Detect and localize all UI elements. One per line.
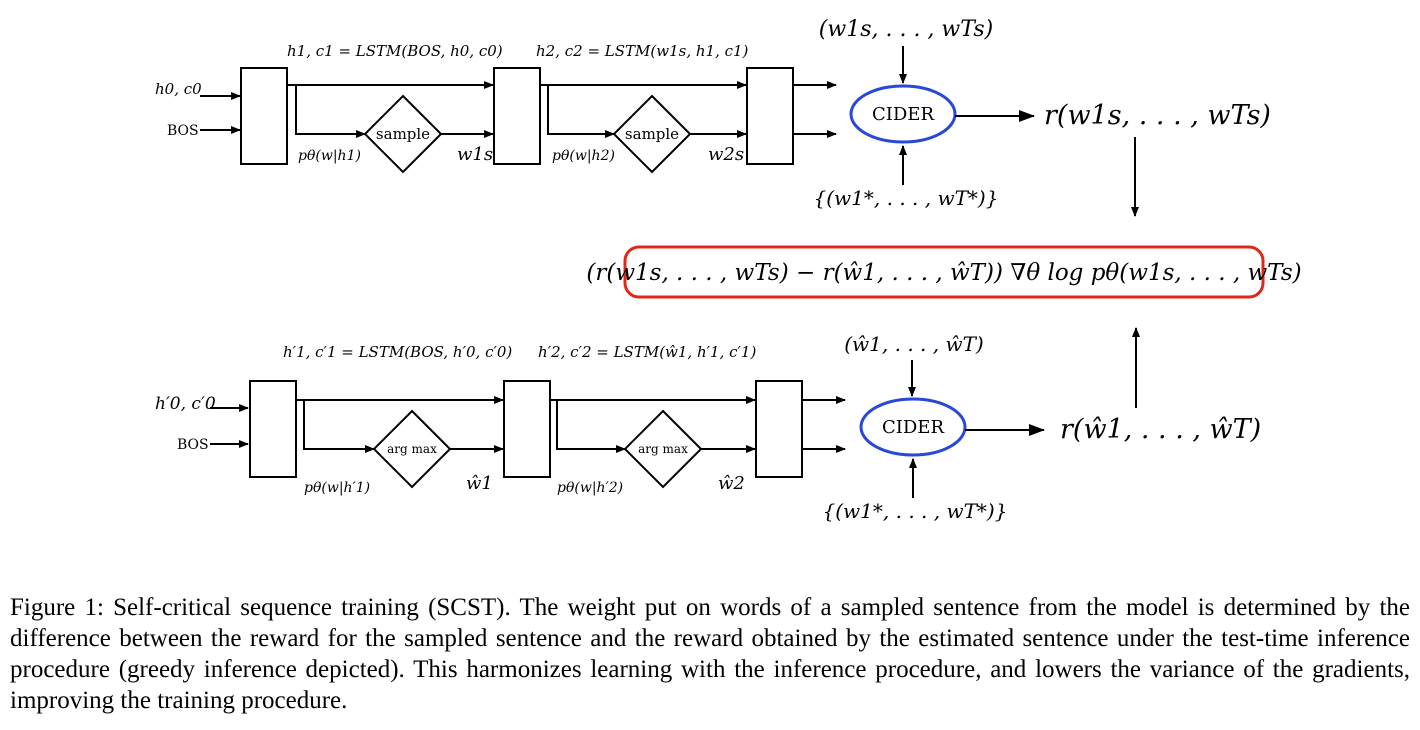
- bottom-reward: r(ŵ1, . . . , ŵT): [1060, 414, 1261, 445]
- top-metric-input-bottom: {(w1*, . . . , wT*)}: [814, 186, 999, 210]
- bottom-argmax-diamond-1: [372, 409, 452, 489]
- bottom-init-state-label: h′0, c′0: [155, 394, 216, 414]
- gradient-formula-box: [623, 245, 1265, 299]
- bottom-lstm-cell-1: [249, 380, 297, 478]
- bottom-argmax-op-1: arg max: [387, 442, 437, 456]
- bottom-word-label-1: ŵ1: [466, 473, 493, 494]
- bottom-metric-input-top: (ŵ1, . . . , ŵT): [844, 332, 983, 356]
- top-init-state-label: h0, c0: [155, 80, 202, 98]
- top-prob-label-2: pθ(w|h2): [552, 148, 615, 164]
- greedy-branch: h′0, c′0 BOS h′1, c′1 = LSTM(BOS, h′0, c…: [155, 327, 1261, 523]
- top-metric-input-top: (w1s, . . . , wTs): [819, 17, 993, 42]
- top-prob-connector-2: [547, 85, 615, 138]
- scst-diagram: h0, c0 BOS h1, c1 = LSTM(BOS, h0, c0) h2…: [155, 17, 1302, 523]
- bottom-metric-input-bottom: {(w1*, . . . , wT*)}: [823, 499, 1008, 523]
- bottom-lstm1-equation: h′1, c′1 = LSTM(BOS, h′0, c′0): [283, 343, 512, 361]
- bottom-argmax-diamond-2: [623, 409, 703, 489]
- bottom-lstm2-equation: h′2, c′2 = LSTM(ŵ1, h′1, c′1): [538, 343, 756, 361]
- bottom-lstm-cell-2: [503, 380, 551, 478]
- top-prob-connector-1: [295, 85, 366, 138]
- top-bos-label: BOS: [167, 123, 199, 139]
- bottom-prob-label-2: pθ(w|h′2): [557, 480, 623, 496]
- bottom-cider-ellipse: [859, 397, 967, 457]
- top-sample-diamond-2: [612, 94, 692, 174]
- gradient-formula: (r(w1s, . . . , wTs) − r(ŵ1, . . . , ŵT)…: [586, 260, 1301, 286]
- bottom-argmax-op-2: arg max: [638, 442, 688, 456]
- bottom-cider-label: CIDER: [882, 417, 944, 438]
- top-word-label-1: w1s: [457, 144, 493, 165]
- sampling-branch: h0, c0 BOS h1, c1 = LSTM(BOS, h0, c0) h2…: [155, 17, 1271, 217]
- bottom-prob-connector-1: [303, 400, 375, 453]
- top-lstm1-equation: h1, c1 = LSTM(BOS, h0, c0): [287, 42, 503, 60]
- top-reward: r(w1s, . . . , wTs): [1044, 100, 1271, 131]
- top-lstm2-equation: h2, c2 = LSTM(w1s, h1, c1): [536, 42, 749, 60]
- top-lstm-cell-1: [240, 67, 288, 165]
- bottom-prob-connector-2: [556, 400, 626, 453]
- bottom-prob-label-1: pθ(w|h′1): [304, 480, 370, 496]
- top-cider-ellipse: [849, 84, 957, 144]
- top-sample-op-1: sample: [376, 125, 430, 143]
- top-lstm-cell-2: [493, 67, 541, 165]
- bottom-lstm-cell-3: [755, 380, 803, 478]
- top-prob-label-1: pθ(w|h1): [298, 148, 361, 164]
- top-word-label-2: w2s: [708, 144, 744, 165]
- top-lstm-cell-3: [746, 67, 794, 165]
- figure-caption: Figure 1: Self-critical sequence trainin…: [10, 594, 1410, 714]
- bottom-bos-label: BOS: [177, 437, 209, 453]
- bottom-word-label-2: ŵ2: [718, 473, 745, 494]
- top-sample-diamond-1: [363, 94, 443, 174]
- top-sample-op-2: sample: [625, 125, 679, 143]
- top-cider-label: CIDER: [872, 104, 934, 125]
